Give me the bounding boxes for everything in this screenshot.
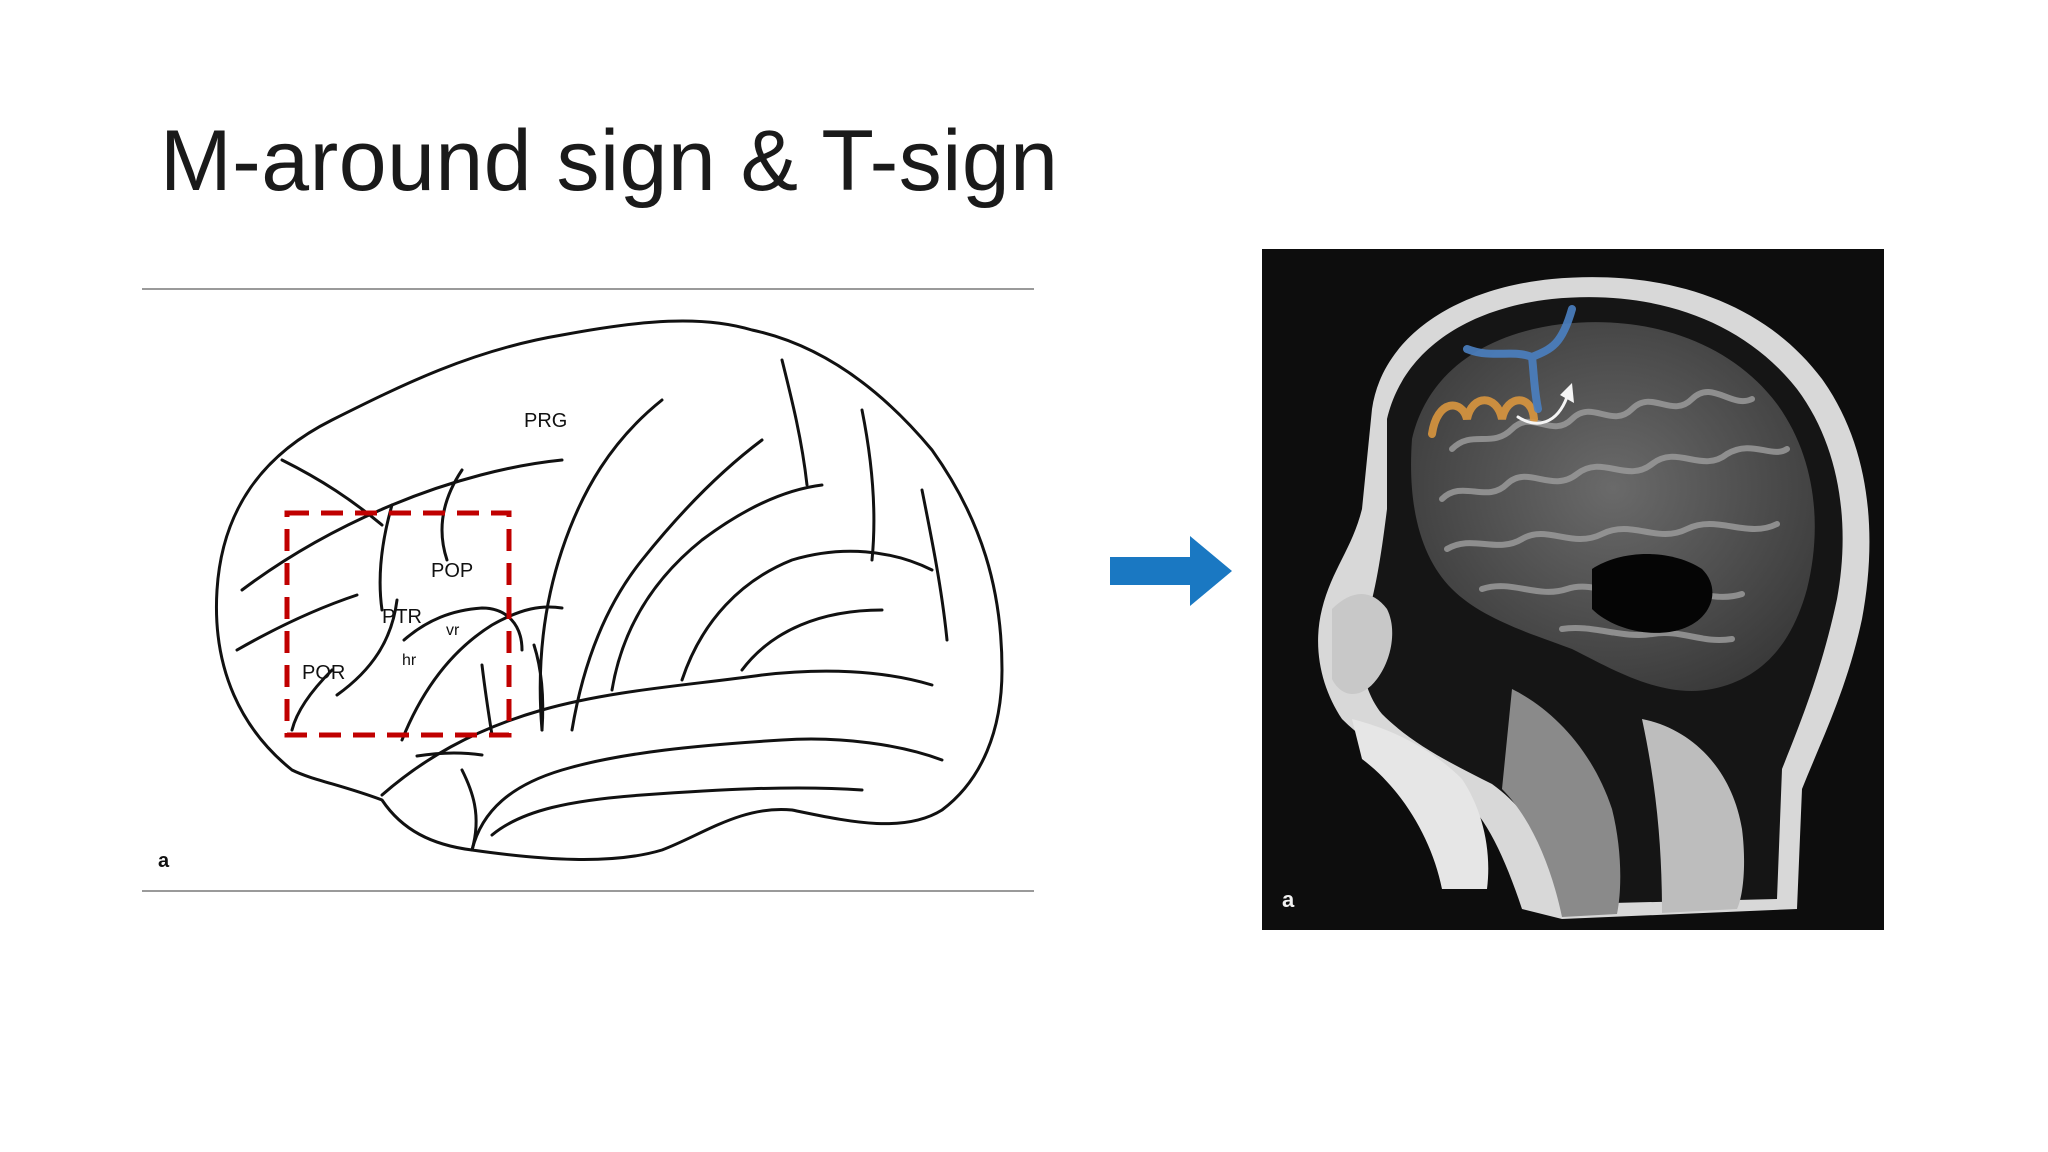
label-prg: PRG — [524, 410, 568, 432]
slide-title: M-around sign & T-sign — [160, 113, 1059, 209]
precentral-sulcus — [538, 398, 664, 732]
brain-diagram: PRG POP PTR vr hr POR a — [142, 288, 1034, 892]
ascending-ramus — [532, 643, 545, 732]
label-pop: POP — [431, 560, 474, 582]
right-arrow-icon — [1110, 536, 1232, 611]
mri-drawing — [1318, 277, 1870, 920]
vertical-ramus — [402, 606, 524, 652]
brain-outer-contour — [214, 319, 1004, 861]
m-sign-highlight — [1428, 396, 1538, 438]
panel-letter-left: a — [158, 850, 170, 872]
mri-sagittal-image: a — [1262, 249, 1884, 930]
label-por: POR — [302, 662, 346, 684]
white-curved-arrow — [1516, 395, 1569, 425]
horizontal-ramus — [415, 751, 484, 758]
brain-outline-drawing — [214, 319, 1004, 861]
pars-opercularis-region-box — [284, 510, 512, 738]
label-hr: hr — [402, 652, 417, 669]
label-vr: vr — [446, 622, 460, 639]
label-ptr: PTR — [382, 606, 422, 628]
t-sign-highlight — [1463, 305, 1576, 413]
sylvian-fissure — [380, 669, 934, 797]
panel-letter-right: a — [1282, 887, 1295, 912]
